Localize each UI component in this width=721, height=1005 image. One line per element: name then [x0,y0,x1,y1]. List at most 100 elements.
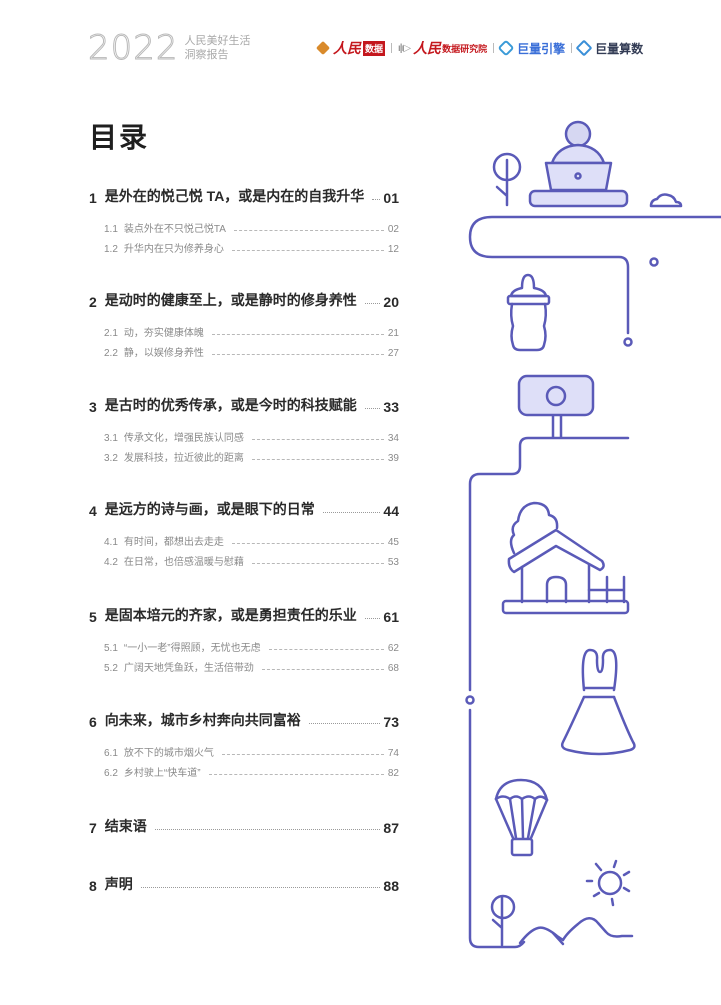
section-title: 传承文化，增强民族认同感 [123,433,244,444]
toc-title: 目录 [89,122,150,153]
chapter-page: 61 [383,609,399,625]
leader-dots [364,408,381,409]
leader-dots [211,354,384,355]
toc-section-entry[interactable]: 1.2 升华内在只为修养身心 12 [89,239,399,255]
chapter-page: 20 [383,294,399,310]
toc-chapter-entry[interactable]: 7 结束语 87 [89,816,399,836]
section-number: 4.2 [104,557,118,568]
winding-path-line [468,708,526,949]
logo-ocean-suan-name: 巨量算数 [595,41,644,56]
toc-chapter-entry[interactable]: 2 是动时的健康至上，或是静时的修身养性 20 [89,290,399,310]
section-title: 放不下的城市烟火气 [123,748,214,759]
section-title: 有时间，都想出去走走 [123,537,224,548]
section-title: 发展科技，拉近彼此的距离 [123,453,244,464]
toc-section-entry[interactable]: 5.1 “一小一老”得照顾，无忧也无虑 62 [89,638,399,654]
chapter-page: 01 [383,190,399,206]
toc-section-entry[interactable]: 2.2 静，以娱修身养性 27 [89,343,399,359]
toc-section-entry[interactable]: 4.1 有时间，都想出去走走 45 [89,532,399,548]
section-page: 68 [387,663,399,674]
section-number: 1.1 [104,224,118,235]
section-title: 在日常，也倍感温暖与慰藉 [123,557,244,568]
logo-divider [493,43,495,53]
section-page: 39 [387,453,399,464]
section-title: 乡村驶上“快车道” [123,768,201,779]
leader-dots [211,334,384,335]
baby-bottle-icon [506,273,551,352]
section-title: 广阔天地凭鱼跃，生活倍带劲 [123,663,254,674]
logo-renmin-data: 人民 数据 [315,38,386,58]
leader-dots [251,563,384,564]
section-page: 12 [387,244,399,255]
cloud-icon [649,193,683,208]
report-header: 2022 人民美好生活 洞察报告 [88,28,251,68]
toc-section-entry[interactable]: 2.1 动，夯实健康体魄 21 [89,323,399,339]
person-laptop-icon [528,120,629,208]
toc-section-entry[interactable]: 5.2 广阔天地凭鱼跃，生活倍带劲 68 [89,658,399,674]
toc-chapter-entry[interactable]: 1 是外在的悦己悦 TA，或是内在的自我升华 01 [89,186,399,206]
toc-section-entry[interactable]: 6.1 放不下的城市烟火气 74 [89,743,399,759]
chapter-number: 7 [89,820,97,836]
toc-section-entry[interactable]: 3.1 传承文化，增强民族认同感 34 [89,428,399,444]
toc-chapter-entry[interactable]: 5 是固本培元的齐家，或是勇担责任的乐业 61 [89,605,399,625]
chapter-number: 6 [89,714,97,730]
mountains-icon [490,894,634,947]
logo-ocean-engine: 巨量引擎 [497,39,565,57]
toc-chapter-entry[interactable]: 3 是古时的优秀传承，或是今时的科技赋能 33 [89,395,399,415]
chapter-title: 声明 [104,876,133,892]
section-number: 4.1 [104,537,118,548]
section-number: 5.1 [104,643,118,654]
soundwave-icon: ı|ı▷ [398,42,411,54]
chapter-number: 4 [89,503,97,519]
chapter-page: 73 [383,714,399,730]
leader-dots [308,723,381,724]
toc-section-entry[interactable]: 1.1 装点外在不只悦己悦TA 02 [89,219,399,235]
toc-chapter: 3 是古时的优秀传承，或是今时的科技赋能 33 3.1 传承文化，增强民族认同感… [89,395,399,464]
section-number: 6.2 [104,768,118,779]
toc-chapter: 5 是固本培元的齐家，或是勇担责任的乐业 61 5.1 “一小一老”得照顾，无忧… [89,605,399,674]
logo-renmin-name: 人民 [333,41,361,57]
section-page: 27 [387,348,399,359]
path-dot [465,695,475,705]
leader-dots [364,618,381,619]
section-page: 82 [387,768,399,779]
chapter-title: 向未来，城市乡村奔向共同富裕 [104,712,301,728]
toc-section-entry[interactable]: 3.2 发展科技，拉近彼此的距离 39 [89,448,399,464]
section-title: “一小一老”得照顾，无忧也无虑 [123,643,261,654]
section-number: 2.2 [104,348,118,359]
logo-renmin-institute: ı|ı▷ 人民 数据研究院 [398,38,487,58]
parachute-icon [494,778,549,857]
section-number: 3.2 [104,453,118,464]
chapter-title: 是动时的健康至上，或是静时的修身养性 [104,292,357,308]
chapter-page: 44 [383,503,399,519]
logo-institute-name: 人民 [413,41,442,57]
leader-dots [364,303,381,304]
camera-icon [517,374,595,439]
toc-section-entry[interactable]: 4.2 在日常，也倍感温暖与慰藉 53 [89,552,399,568]
toc-chapter: 6 向未来，城市乡村奔向共同富裕 73 6.1 放不下的城市烟火气 74 6.2… [89,710,399,779]
toc-chapter: 8 声明 88 [89,874,399,894]
toc-chapter-entry[interactable]: 6 向未来，城市乡村奔向共同富裕 73 [89,710,399,730]
chapter-page: 87 [383,820,399,836]
report-subtitle-line1: 人民美好生活 [184,35,251,47]
winding-path-line [468,436,630,692]
chapter-title: 结束语 [104,818,147,834]
toc-chapter-entry[interactable]: 4 是远方的诗与画，或是眼下的日常 44 [89,499,399,519]
section-number: 2.1 [104,328,118,339]
section-page: 53 [387,557,399,568]
winding-path-line [468,215,721,335]
section-title: 静，以娱修身养性 [123,348,204,359]
section-page: 45 [387,537,399,548]
report-year: 2022 [88,28,179,68]
toc-chapter-entry[interactable]: 8 声明 88 [89,874,399,894]
section-page: 21 [387,328,399,339]
chapter-page: 88 [383,878,399,894]
leader-dots [251,439,384,440]
leader-dots [154,829,381,830]
toc-section-entry[interactable]: 6.2 乡村驶上“快车道” 82 [89,763,399,779]
section-title: 升华内在只为修养身心 [123,244,224,255]
leader-dots [261,669,384,670]
toc-chapter: 7 结束语 87 [89,816,399,836]
chapter-number: 5 [89,609,97,625]
leader-dots [221,754,384,755]
